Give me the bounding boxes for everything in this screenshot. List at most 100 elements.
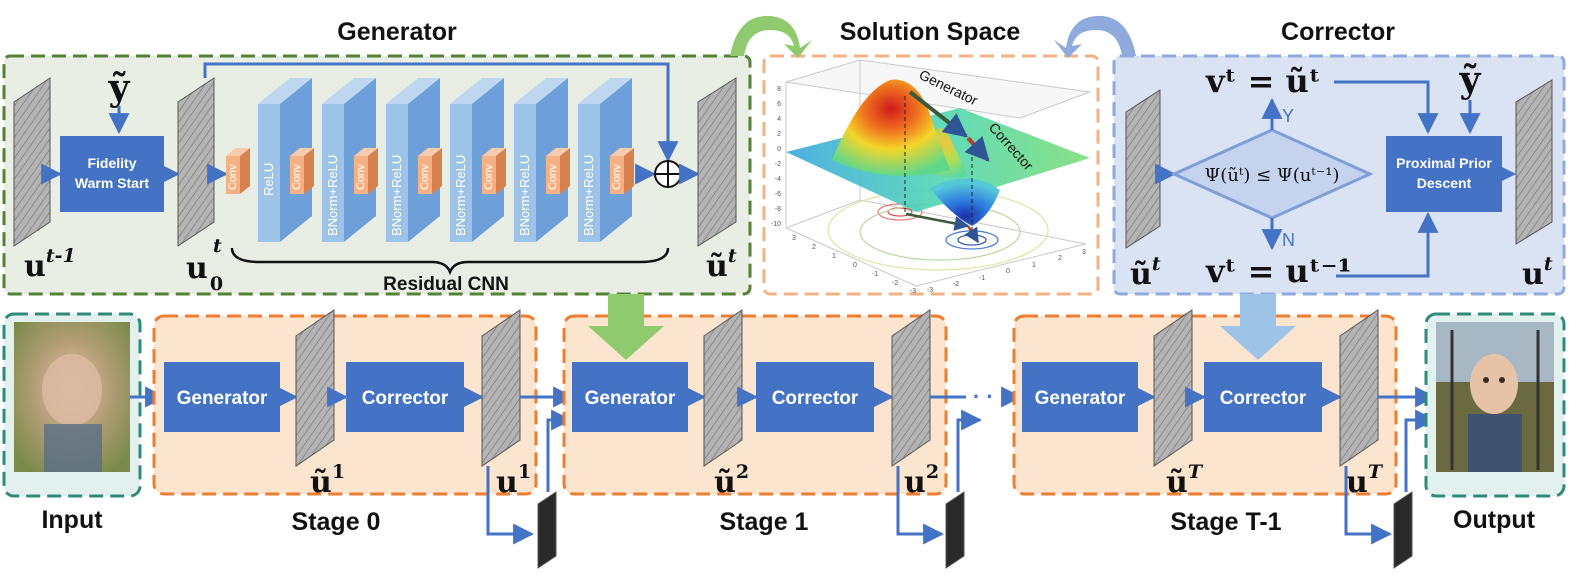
condition-label: Ψ(ũᵗ) ≤ Ψ(uᵗ⁻¹) — [1205, 165, 1340, 186]
fidelity-warm-start-block — [60, 136, 164, 212]
svg-text:Conv: Conv — [483, 164, 495, 190]
pipeline: Input Generator Corrector ũ1 u1 Stage 0 … — [2, 294, 1566, 569]
sum-junction-icon — [654, 160, 682, 188]
no-label: N — [1282, 230, 1295, 250]
svg-text:Conv: Conv — [291, 164, 303, 190]
sym-corrector-u-out: ut — [1522, 253, 1553, 292]
corrector-sym-y: ỹ — [1459, 59, 1482, 101]
cnn-layers: Conv ReLU Conv BNorm+ReLU — [226, 78, 634, 242]
stage-0-corrector-label: Corrector — [362, 388, 449, 409]
conv-layer: Conv — [418, 148, 442, 194]
stage-t-kernel-image — [1393, 491, 1413, 569]
svg-text:BNorm+ReLU: BNorm+ReLU — [517, 155, 532, 236]
x-axis-ticks: 3 2 1 0 -1 -2 -3 — [792, 235, 916, 295]
svg-text:-10: -10 — [771, 221, 781, 228]
svg-text:2: 2 — [812, 244, 816, 251]
feature-map-u-tilde — [697, 77, 737, 247]
stage-0-generator-block[interactable] — [164, 362, 280, 432]
stage-1-corrector-block[interactable] — [756, 362, 874, 432]
generator-zoom-arrow — [588, 294, 664, 360]
arrow-stage1-to-kernel — [896, 466, 945, 545]
conv-layer: Conv — [546, 148, 570, 194]
stage-t-label: Stage T-1 — [1170, 508, 1281, 536]
feature-map-u-out — [1515, 79, 1553, 245]
arrow-eq-bottom-to-prox — [1336, 211, 1439, 278]
stage-0-kernel-image — [537, 491, 557, 569]
ellipsis: · · · — [973, 384, 1007, 409]
generator-step-arrow — [908, 90, 968, 138]
prox-label-2: Descent — [1417, 175, 1472, 191]
arrow-stageT-to-kernel — [1344, 466, 1393, 545]
stage-t-corrector-block[interactable] — [1204, 362, 1322, 432]
stage-0-label: Stage 0 — [292, 508, 381, 536]
bnorm-relu-layer: BNorm+ReLU — [450, 78, 504, 242]
z-axis-ticks: 8 6 4 2 0 -2 -4 -6 -8 -10 — [771, 86, 781, 228]
stage-1-corrector-label: Corrector — [772, 388, 859, 409]
green-curved-arrow — [730, 15, 812, 58]
stage-0-sym-u-tilde: ũ1 — [310, 461, 345, 500]
conv-layer: Conv — [482, 148, 506, 194]
svg-text:8: 8 — [777, 86, 781, 93]
conv-layer: Conv — [354, 148, 378, 194]
input-label: Input — [41, 506, 103, 534]
arrow-kernel-to-next — [956, 409, 983, 492]
svg-text:-2: -2 — [775, 161, 781, 168]
sym-u-tilde: ũt — [706, 245, 737, 284]
svg-text:0: 0 — [1006, 268, 1010, 275]
proximal-prior-descent-block — [1386, 136, 1502, 212]
corrector-step-arrow — [964, 135, 990, 162]
conv-layer: Conv — [290, 148, 314, 194]
svg-text:-6: -6 — [775, 191, 781, 198]
svg-text:2: 2 — [777, 131, 781, 138]
stage-0-sym-u: u1 — [496, 461, 531, 500]
fidelity-label-2: Warm Start — [75, 175, 150, 191]
stage-t-generator-block[interactable] — [1022, 362, 1138, 432]
skip-connection — [203, 62, 679, 163]
svg-text:3: 3 — [1082, 249, 1086, 256]
stage-0-feature-u — [481, 309, 521, 467]
stage-1-kernel-image — [945, 491, 965, 569]
arrow-eq-top-to-prox — [1334, 80, 1439, 135]
corrector-title: Corrector — [1281, 18, 1395, 46]
stage-1-feature-u-tilde — [703, 309, 743, 467]
arrow-stage0-to-kernel — [486, 466, 535, 545]
svg-text:1: 1 — [1032, 262, 1036, 269]
output-photo — [1436, 322, 1554, 472]
svg-text:-2: -2 — [953, 281, 959, 288]
floor-corrector-arrow — [964, 225, 980, 244]
svg-text:Conv: Conv — [355, 164, 367, 190]
sym-u-prev: ut-1 — [24, 245, 76, 284]
solution-space-title: Solution Space — [840, 18, 1021, 46]
svg-text:-3: -3 — [910, 288, 916, 295]
stage-1-generator-label: Generator — [585, 388, 676, 409]
feature-map-u-prev — [13, 77, 51, 247]
stage-t-sym-u-tilde: ũT — [1166, 461, 1204, 500]
equation-no: vᵗ = uᵗ⁻¹ — [1205, 252, 1352, 290]
svg-text:-8: -8 — [775, 206, 781, 213]
stage-0-feature-u-tilde — [295, 309, 335, 467]
surface-valley — [930, 178, 1000, 226]
feature-map-image — [13, 77, 51, 247]
corrector-panel: Corrector ũt Ψ(ũᵗ) ≤ Ψ(uᵗ⁻¹) Y N vᵗ = ũᵗ… — [1112, 18, 1566, 296]
conv-layer: Conv — [226, 148, 250, 194]
stage-t-generator-label: Generator — [1035, 388, 1126, 409]
feature-map-u0 — [177, 77, 215, 247]
svg-text:-1: -1 — [872, 271, 878, 278]
svg-text:Conv: Conv — [419, 164, 431, 190]
feature-map-u-tilde-in — [1125, 89, 1161, 249]
stage-1-generator-block[interactable] — [572, 362, 688, 432]
stage-0-corrector-block[interactable] — [346, 362, 464, 432]
solution-space-panel: Solution Space — [730, 15, 1136, 296]
floor-generator-arrow — [905, 212, 970, 231]
condition-diamond — [1170, 128, 1374, 220]
svg-text:1: 1 — [832, 253, 836, 260]
sym-y-tilde: ỹ — [108, 67, 131, 109]
stage-1-sym-u-tilde: ũ2 — [714, 461, 749, 500]
y-axis-ticks: -3 -2 -1 0 1 2 3 — [927, 249, 1086, 294]
svg-text:-2: -2 — [892, 280, 898, 287]
svg-text:-4: -4 — [775, 176, 781, 183]
